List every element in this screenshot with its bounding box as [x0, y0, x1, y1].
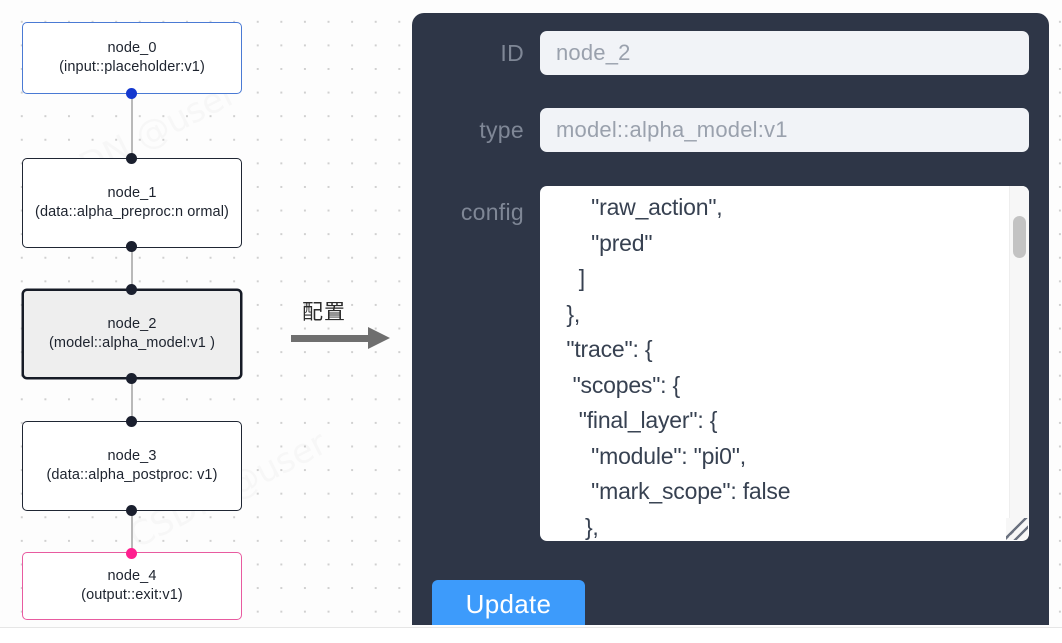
- node-subtitle: (model::alpha_model:v1 ): [48, 335, 215, 351]
- node-title: node_0: [107, 40, 157, 56]
- resize-handle-icon[interactable]: [1006, 518, 1028, 540]
- node-title: node_4: [107, 568, 157, 584]
- node-handle-source-node_2[interactable]: [126, 373, 137, 384]
- annotation-label: 配置: [302, 300, 346, 324]
- annotation-arrow-group: 配置: [290, 296, 400, 361]
- node-handle-target-node_1[interactable]: [126, 153, 137, 164]
- arrow-shaft: [291, 335, 369, 342]
- config-field-label: config: [460, 199, 524, 225]
- node-subtitle: (data::alpha_preproc:n ormal): [35, 204, 229, 220]
- type-input[interactable]: model::alpha_model:v1: [540, 108, 1029, 152]
- edge-node1-node2: [131, 246, 133, 291]
- node-subtitle: (data::alpha_postproc: v1): [46, 467, 218, 483]
- node-handle-source-node_3[interactable]: [126, 505, 137, 516]
- node-handle-target-node_3[interactable]: [126, 416, 137, 427]
- node-subtitle: (input::placeholder:v1): [59, 59, 205, 75]
- update-button[interactable]: Update: [432, 580, 585, 625]
- edge-node3-node4: [131, 509, 133, 554]
- field-row-type: type model::alpha_model:v1: [428, 108, 1029, 152]
- node-handle-source-node_1[interactable]: [126, 241, 137, 252]
- node-handle-source-node_0[interactable]: [126, 88, 137, 99]
- node-handle-target-node_4[interactable]: [126, 548, 137, 559]
- node-title: node_3: [107, 448, 157, 464]
- edge-node0-node1: [131, 92, 133, 160]
- graph-node-node_2[interactable]: node_2 (model::alpha_model:v1 ): [22, 289, 242, 379]
- node-title: node_1: [107, 185, 157, 201]
- node-inspector-panel: ID node_2 type model::alpha_model:v1 con…: [412, 13, 1049, 625]
- graph-node-node_0[interactable]: node_0 (input::placeholder:v1): [22, 22, 242, 94]
- arrow-right-icon: [368, 327, 390, 349]
- config-textarea-wrap[interactable]: "raw_action", "pred" ] }, "trace": { "sc…: [540, 186, 1029, 541]
- node-title: node_2: [107, 316, 157, 332]
- config-scrollbar-thumb[interactable]: [1013, 216, 1026, 258]
- field-row-config: config "raw_action", "pred" ] }, "trace"…: [428, 186, 1029, 541]
- graph-node-node_4[interactable]: node_4 (output::exit:v1): [22, 552, 242, 620]
- field-row-id: ID node_2: [428, 31, 1029, 75]
- graph-node-node_1[interactable]: node_1 (data::alpha_preproc:n ormal): [22, 158, 242, 248]
- config-scrollbar[interactable]: [1009, 186, 1029, 524]
- graph-node-node_3[interactable]: node_3 (data::alpha_postproc: v1): [22, 421, 242, 511]
- node-subtitle: (output::exit:v1): [81, 587, 183, 603]
- type-field-label: type: [479, 117, 524, 143]
- node-handle-target-node_2[interactable]: [126, 284, 137, 295]
- graph-canvas[interactable]: CSDN @user CSDN @user CSDN @user node_0 …: [0, 0, 1062, 628]
- id-input[interactable]: node_2: [540, 31, 1029, 75]
- id-field-label: ID: [500, 40, 524, 66]
- edge-node2-node3: [131, 377, 133, 423]
- config-textarea[interactable]: "raw_action", "pred" ] }, "trace": { "sc…: [566, 194, 791, 540]
